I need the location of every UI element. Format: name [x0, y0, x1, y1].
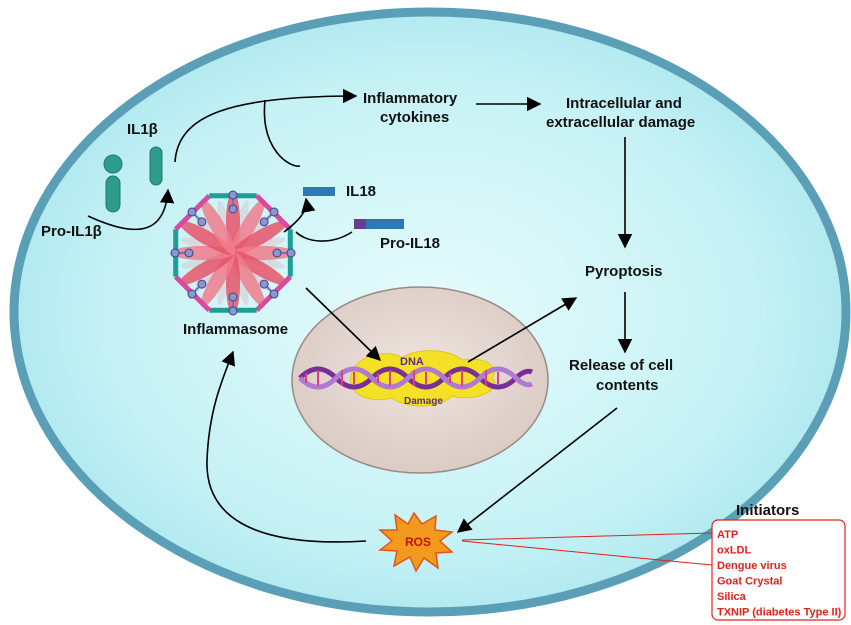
initiator-item: oxLDL: [717, 545, 752, 557]
inflammasome-label: Inflammasome: [183, 321, 288, 338]
initiator-item: Dengue virus: [717, 560, 787, 572]
inflammasome-bead: [259, 279, 269, 289]
damage-label-2: extracellular damage: [546, 114, 695, 131]
il18-protein: [303, 187, 335, 196]
inflammasome-bead: [184, 248, 194, 258]
damage-label-1: Intracellular and: [566, 95, 682, 112]
release-label-2: contents: [596, 377, 659, 394]
inflammasome-bead: [228, 204, 238, 214]
pathway-arrows: [87, 88, 713, 566]
il1b-protein: [149, 146, 163, 186]
inflammasome-petal: [200, 251, 236, 307]
inflammasome-bead: [269, 289, 279, 299]
initiator-item: Goat Crystal: [717, 576, 782, 588]
inflammasome-bead: [187, 289, 197, 299]
inflammasome-bead: [197, 279, 207, 289]
dna-label: DNA: [400, 356, 424, 368]
inflammasome-petal: [179, 220, 235, 256]
pro-il18-label: Pro-IL18: [380, 235, 440, 252]
inflammasome-ring: [170, 190, 296, 316]
inflammasome-bead: [170, 248, 180, 258]
inflammasome-bead: [228, 292, 238, 302]
dna-damage-blob: [350, 350, 495, 407]
inflammasome-petal: [230, 199, 266, 255]
inflammasome-bead: [269, 207, 279, 217]
inflammasome-petal: [230, 251, 266, 307]
inflammasome-complex: [170, 190, 296, 316]
initiator-item: TXNIP (diabetes Type II): [717, 607, 842, 619]
inflammasome-bead: [197, 217, 207, 227]
dna-helix: [298, 366, 534, 390]
inflammasome-petal: [231, 250, 287, 286]
inflammasome-bead: [228, 306, 238, 316]
inflammasome-bead: [228, 190, 238, 200]
dna-damage-label: Damage: [404, 396, 443, 407]
inflammasome-petal: [231, 220, 287, 256]
initiator-item: Silica: [717, 591, 747, 603]
pyroptosis-label: Pyroptosis: [585, 263, 663, 280]
pro-il1b-label: Pro-IL1β: [41, 223, 102, 240]
inflammasome-bead: [286, 248, 296, 258]
inflammasome-bead: [187, 207, 197, 217]
ros-burst-icon: [377, 511, 454, 573]
inflammasome-petal: [179, 250, 235, 286]
pro-il1b-protein: [103, 154, 123, 213]
pro-il18-protein: [354, 219, 404, 229]
inflammasome-petal: [200, 199, 236, 255]
ros-label: ROS: [405, 535, 431, 549]
release-label-1: Release of cell: [569, 357, 673, 374]
initiators-title: Initiators: [736, 502, 799, 519]
inflammasome-bead: [259, 217, 269, 227]
il18-label: IL18: [346, 183, 376, 200]
initiator-item: ATP: [717, 529, 738, 541]
inflammasome-bead: [272, 248, 282, 258]
inflammatory-cytokines-label-1: Inflammatory: [363, 90, 458, 107]
inflammatory-cytokines-label-2: cytokines: [380, 109, 449, 126]
il1b-label: IL1β: [127, 121, 158, 138]
initiators-box: [711, 519, 846, 621]
